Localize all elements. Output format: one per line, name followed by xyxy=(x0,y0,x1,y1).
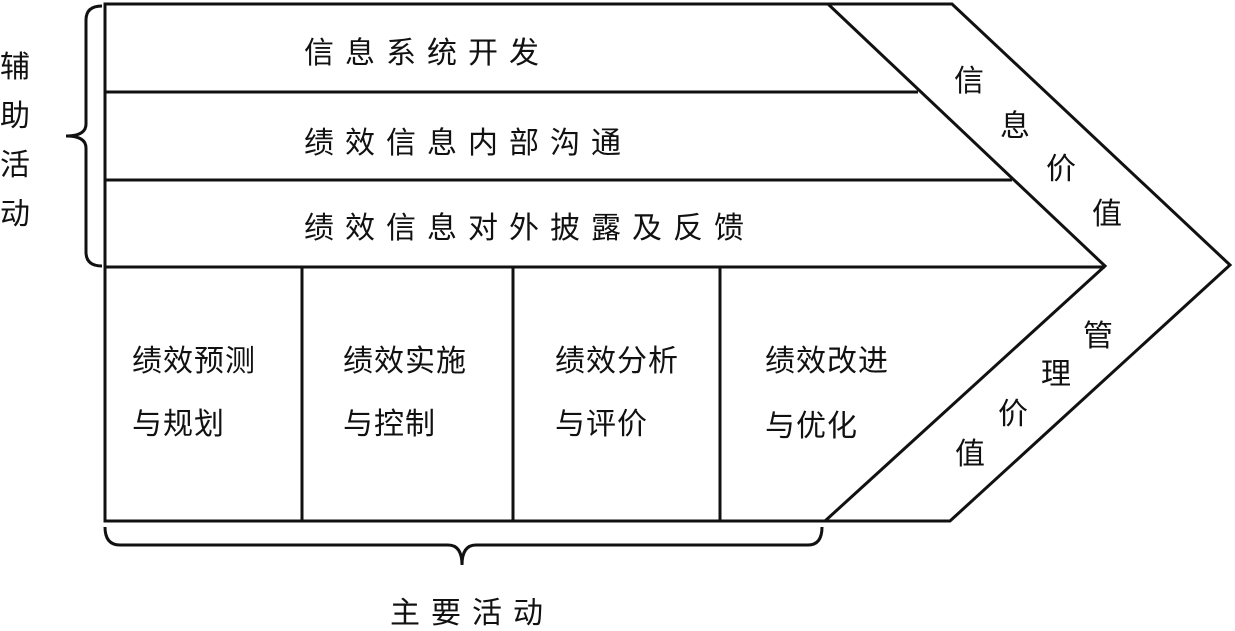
primary-activity-label: 绩效改进 xyxy=(765,344,889,379)
primary-activity-label: 与优化 xyxy=(765,409,858,444)
primary-activity-label: 绩效分析 xyxy=(555,344,679,379)
mgmt-value-char: 价 xyxy=(998,397,1028,432)
side-label-char: 动 xyxy=(0,197,30,232)
side-label-char: 活 xyxy=(0,148,30,183)
side-label-char: 助 xyxy=(0,99,30,134)
side-label-char: 辅 xyxy=(0,50,30,85)
primary-activity-label: 与评价 xyxy=(555,407,648,442)
mgmt-value-char: 理 xyxy=(1041,357,1071,392)
primary-activities-title: 主要活动 xyxy=(390,596,554,631)
info-value-char: 信 xyxy=(954,64,984,99)
primary-activity-label: 与规划 xyxy=(132,407,225,442)
outer-outline xyxy=(103,2,1233,523)
mgmt-value-char: 管 xyxy=(1083,319,1113,354)
primary-activity-label: 绩效预测 xyxy=(132,344,256,379)
mgmt-value-char: 值 xyxy=(955,437,985,472)
primary-activity-label: 绩效实施 xyxy=(343,344,467,379)
primary-brace xyxy=(103,526,824,566)
primary-activity-label: 与控制 xyxy=(343,407,436,442)
support-activity-label: 绩效信息内部沟通 xyxy=(304,126,632,161)
support-activity-label: 信息系统开发 xyxy=(304,36,550,71)
info-value-char: 值 xyxy=(1092,197,1122,232)
info-value-char: 价 xyxy=(1046,152,1076,187)
support-activity-label: 绩效信息对外披露及反馈 xyxy=(304,211,755,246)
support-brace xyxy=(65,4,103,268)
info-value-char: 息 xyxy=(1000,109,1030,144)
